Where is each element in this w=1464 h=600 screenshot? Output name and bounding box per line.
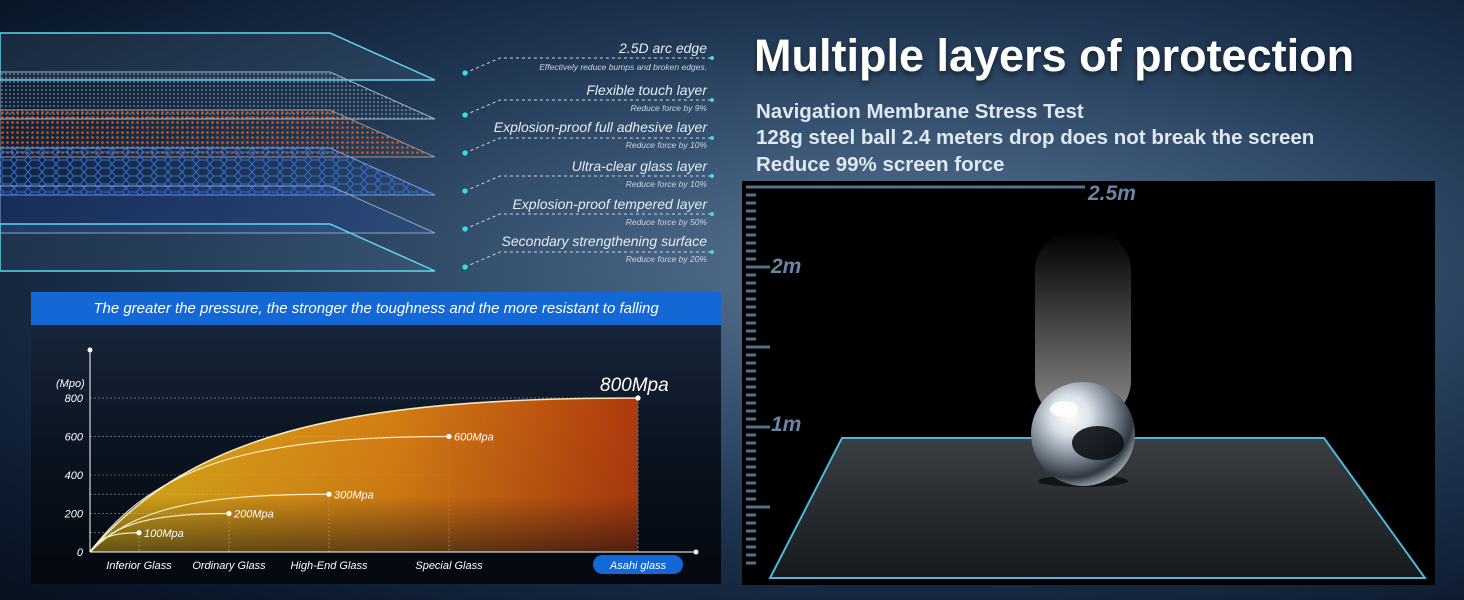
chart-y-label: (Mpo) [56, 378, 85, 390]
chart-point [446, 433, 452, 440]
chart-series-curve [89, 493, 330, 553]
height-label-2m: 2m [771, 255, 802, 278]
layer-2-5d-arc-edge [0, 32, 436, 81]
layer-flexible-touch [0, 71, 436, 120]
chart-series-curve [89, 397, 639, 553]
chart-categories: Inferior Glass Ordinary Glass High-End Gla… [106, 555, 683, 574]
headline-line: 128g steel ball 2.4 meters drop does not… [756, 126, 1315, 149]
pressure-chart: (Mpo) 0 200 400 600 800 100Mpa 200Mpa 300Mpa 600… [56, 347, 699, 574]
callout-subtitle: Effectively reduce bumps and broken edge… [539, 62, 707, 72]
ball-reflection [1072, 426, 1124, 460]
callout-title: Flexible touch layer [586, 82, 707, 98]
height-label-2-5m: 2.5m [1088, 182, 1136, 205]
pressure-chart-panel: (Mpo) 0 200 400 600 800 100Mpa 200Mpa 300Mpa 600… [31, 292, 721, 584]
headline-line: Reduce 99% screen force [756, 153, 1005, 176]
chart-point-label: 300Mpa [334, 489, 374, 501]
callout-subtitle: Reduce force by 10% [625, 179, 707, 189]
layer-callouts: 2.5D arc edge Effectively reduce bumps a… [0, 0, 707, 285]
chart-highlight-badge [593, 555, 683, 574]
chart-category-label: Special Glass [415, 560, 483, 572]
layer-explosion-proof-tempered [0, 185, 436, 234]
chart-point-label: 600Mpa [454, 432, 494, 444]
chart-y-tick-label: 400 [65, 470, 84, 482]
callout-subtitle: Reduce force by 20% [625, 254, 707, 264]
drop-test-panel: 2.5m 2m 1m [742, 181, 1435, 585]
callout-title: Secondary strengthening surface [501, 233, 707, 249]
callout-subtitle: Reduce force by 50% [625, 217, 707, 227]
callout-title: Ultra-clear glass layer [571, 158, 707, 174]
chart-y-tick-label: 600 [65, 432, 84, 444]
callout-leaders [464, 57, 712, 268]
chart-point [635, 395, 641, 401]
ball-highlight [1050, 401, 1078, 417]
page-title: Multiple layers of protection [754, 30, 1355, 81]
callout-subtitle: Reduce force by 9% [630, 103, 707, 113]
chart-point [326, 491, 332, 497]
callout-title: Explosion-proof tempered layer [512, 196, 707, 212]
drop-test-illustration [746, 185, 1427, 579]
chart-y-tick-label: 800 [65, 393, 84, 405]
chart-category-label: Inferior Glass [106, 560, 172, 572]
height-label-1m: 1m [771, 413, 802, 436]
callout-title: Explosion-proof full adhesive layer [493, 119, 707, 135]
layer-secondary-strengthening [0, 223, 436, 272]
chart-x-axis-end [693, 549, 699, 555]
layer-stack-illustration [0, 32, 714, 272]
callout-dots [462, 56, 714, 270]
chart-points: 100Mpa 200Mpa 300Mpa 600Mpa 800Mpa [136, 375, 669, 540]
layer-ultra-clear-glass [0, 147, 436, 196]
chart-point-label: 100Mpa [144, 528, 184, 540]
chart-y-ticks: (Mpo) 0 200 400 600 800 [56, 378, 85, 559]
chart-point [136, 530, 142, 536]
height-ruler [746, 185, 1085, 565]
layer-explosion-proof-adhesive [0, 109, 436, 158]
chart-axes [87, 347, 699, 555]
chart-point [226, 510, 232, 517]
chart-series-curve [89, 435, 450, 553]
callout-subtitle: Reduce force by 10% [625, 140, 707, 150]
chart-category-label: Asahi glass [609, 560, 667, 572]
headline-line: Navigation Membrane Stress Test [756, 100, 1084, 123]
chart-point-label: 800Mpa [600, 375, 669, 396]
callout-title: 2.5D arc edge [619, 40, 707, 56]
ball-motion-trail [1035, 231, 1131, 421]
chart-y-axis-end [87, 347, 93, 353]
chart-banner: The greater the pressure, the stronger t… [31, 292, 721, 325]
chart-y-tick-label: 0 [77, 547, 84, 559]
chart-category-label: Ordinary Glass [192, 560, 266, 572]
chart-y-tick-label: 200 [64, 509, 84, 521]
glass-plate [768, 437, 1427, 579]
chart-point-label: 200Mpa [233, 509, 274, 521]
chart-category-label: High-End Glass [290, 560, 368, 572]
